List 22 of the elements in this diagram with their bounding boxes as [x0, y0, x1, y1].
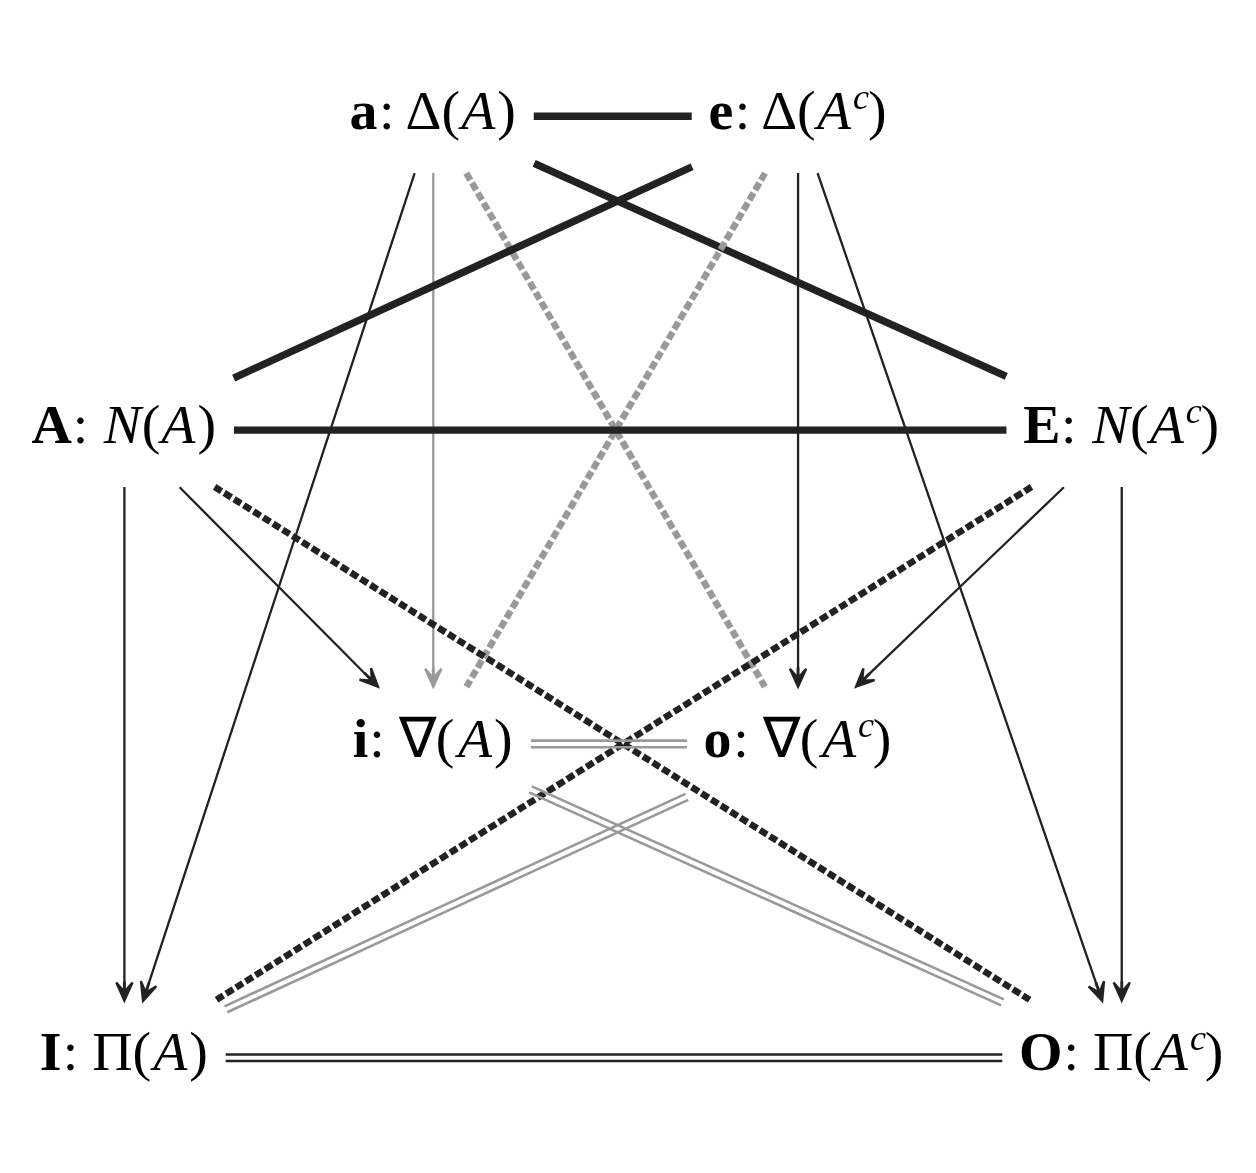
arrow [788, 172, 808, 688]
arrow [115, 486, 134, 1002]
node-text: A: N(A) [31, 392, 217, 455]
node-text: e: Δ(A$^{c}$) [708, 76, 887, 141]
node-text: i: ∇(A) [352, 706, 513, 769]
arrow [1112, 486, 1132, 1002]
node-text: E: N(A$^{c}$) [1023, 390, 1220, 455]
connector [528, 784, 1005, 1007]
connector [530, 738, 687, 748]
node-text: o: ∇(A$^{c}$) [703, 704, 892, 769]
node-text: a: Δ(A) [349, 78, 516, 141]
arrow [424, 172, 443, 688]
arrow [139, 172, 416, 1002]
arrow [178, 485, 380, 688]
node-text: O: Π(A$^{c}$) [1019, 1017, 1224, 1082]
connector [532, 159, 1008, 380]
connector [232, 162, 694, 381]
connector [223, 792, 689, 1013]
connector [225, 1052, 1003, 1062]
arrow [854, 485, 1065, 688]
node-text: I: Π(A) [39, 1019, 208, 1082]
arrow [816, 172, 1106, 1002]
